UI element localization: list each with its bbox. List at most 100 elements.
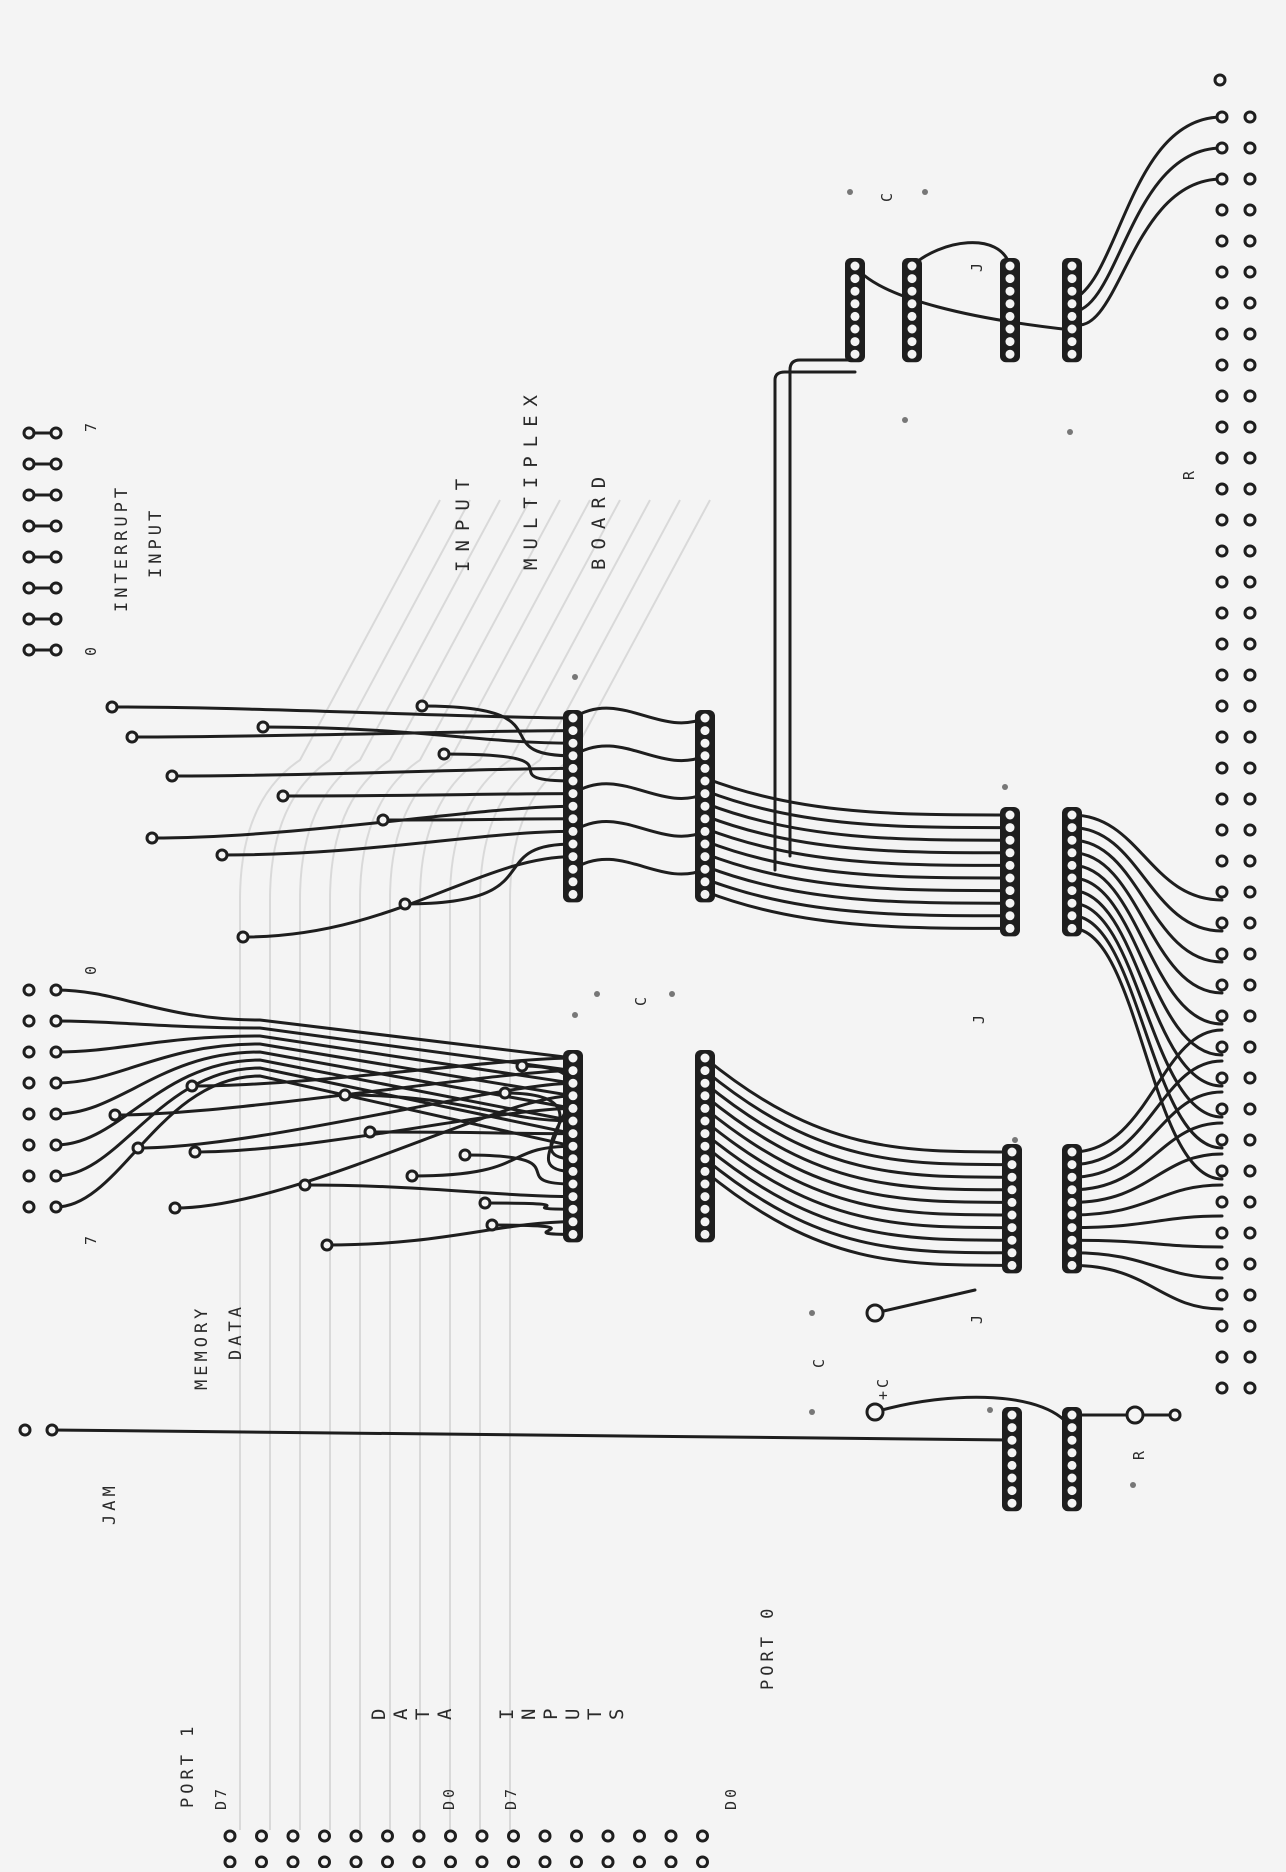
- copper-trace: [403, 842, 575, 906]
- edge-connector-pad: [1215, 699, 1229, 713]
- ic-pin-hole: [568, 826, 578, 836]
- ic-pin-hole: [700, 1053, 710, 1063]
- port-pad: [601, 1855, 615, 1869]
- edge-connector-pad: [1243, 885, 1257, 899]
- copper-trace: [788, 358, 857, 858]
- copper-trace: [910, 241, 1012, 268]
- ic-pin-hole: [1067, 274, 1077, 284]
- port-pad: [507, 1855, 520, 1869]
- copper-trace: [703, 864, 1012, 905]
- ic-pin-hole: [700, 738, 710, 748]
- edge-connector-pad: [1215, 265, 1229, 279]
- ic-pin-hole: [1007, 1147, 1017, 1157]
- port-pad: [633, 1829, 646, 1843]
- ic-pin-hole: [568, 1129, 578, 1139]
- copper-trace: [571, 857, 707, 876]
- ic-pin-hole: [1067, 810, 1077, 820]
- ic-pin-hole: [1007, 1223, 1017, 1233]
- marker-dot: [572, 1012, 578, 1018]
- ic-pin-hole: [1067, 311, 1077, 321]
- edge-connector-pad: [1243, 203, 1257, 217]
- ic-pin-hole: [700, 814, 710, 824]
- copper-trace: [1070, 1263, 1224, 1311]
- ic-body: [1000, 258, 1020, 363]
- marker-r-right: R: [1180, 467, 1198, 480]
- port-pad: [664, 1829, 678, 1843]
- copper-trace: [241, 855, 575, 939]
- ic-pin-hole: [700, 1066, 710, 1076]
- edge-connector-pad: [1243, 358, 1257, 372]
- ic-pin-hole: [1007, 1460, 1017, 1470]
- ic-pin-hole: [1005, 923, 1015, 933]
- copper-trace: [703, 877, 1012, 918]
- ic-pin-hole: [1007, 1235, 1017, 1245]
- port-pad: [381, 1829, 394, 1843]
- port-pad: [570, 1855, 583, 1869]
- ic-pin-hole: [907, 324, 917, 334]
- copper-trace: [703, 826, 1012, 867]
- edge-connector-pad: [1243, 389, 1257, 403]
- copper-trace: [1070, 146, 1224, 314]
- data-inputs-letter-a2: A: [434, 1699, 456, 1720]
- copper-trace: [1070, 1214, 1224, 1230]
- edge-connector-pad: [1215, 668, 1229, 682]
- interrupt-header-pad: [49, 581, 63, 595]
- port-pad: [381, 1855, 394, 1869]
- via-pad: [276, 789, 290, 803]
- ic-pin-hole: [700, 1141, 710, 1151]
- copper-trace: [1070, 1238, 1224, 1249]
- ic-pin-hole: [700, 789, 710, 799]
- ic-pin-hole: [850, 261, 860, 271]
- copper-trace: [110, 705, 575, 720]
- copper-trace: [1070, 876, 1224, 1057]
- copper-trace: [703, 1144, 1014, 1242]
- port-pad: [444, 1829, 457, 1843]
- ic-pin-hole: [1067, 873, 1077, 883]
- ghost-trace: [299, 499, 501, 1830]
- copper-trace: [873, 1288, 977, 1315]
- via-pad: [363, 1125, 377, 1139]
- ic-pin-hole: [700, 1217, 710, 1227]
- edge-connector-pad: [1215, 327, 1229, 341]
- port-pad: [601, 1829, 615, 1843]
- copper-trace: [303, 1183, 575, 1199]
- interrupt-bit-0: 0: [82, 643, 100, 656]
- edge-connector-pad: [1215, 296, 1229, 310]
- ic-pin-hole: [700, 763, 710, 773]
- edge-connector-pad: [1243, 451, 1257, 465]
- edge-connector-pad: [1243, 1350, 1257, 1364]
- ic-body: [1000, 807, 1020, 937]
- memory-header-pad: [22, 1138, 36, 1152]
- port-pad: [570, 1829, 583, 1843]
- copper-trace: [130, 729, 575, 739]
- copper-trace: [703, 1169, 1014, 1267]
- port0-msb: D7: [502, 1785, 520, 1810]
- ic-pin-hole: [700, 877, 710, 887]
- edge-connector-pad: [1215, 978, 1229, 992]
- ic-pin-hole: [1007, 1172, 1017, 1182]
- copper-trace: [54, 1034, 575, 1085]
- ic-pin-hole: [568, 1154, 578, 1164]
- ic-pin-hole: [1007, 1248, 1017, 1258]
- ic-pin-hole: [1067, 349, 1077, 359]
- ic-pin-hole: [1007, 1185, 1017, 1195]
- port-pad: [223, 1829, 237, 1843]
- ic-pin-hole: [1067, 324, 1077, 334]
- edge-connector-pad: [1215, 575, 1229, 589]
- ic-pin-hole: [1067, 1223, 1077, 1233]
- marker-dot: [987, 1407, 993, 1413]
- copper-trace: [54, 1019, 575, 1073]
- ic-pin-hole: [1067, 911, 1077, 921]
- ic-pin-hole: [1067, 835, 1077, 845]
- ic-pin-hole: [700, 1192, 710, 1202]
- memory-header-pad: [49, 983, 63, 997]
- port-pad: [507, 1829, 520, 1843]
- copper-trace: [1070, 1090, 1224, 1179]
- ic-pin-hole: [1007, 1448, 1017, 1458]
- data-inputs-letter-p: P: [540, 1699, 562, 1720]
- ic-pin-hole: [850, 337, 860, 347]
- copper-trace: [1070, 1121, 1224, 1192]
- copper-trace: [1070, 863, 1224, 1026]
- edge-connector-pad: [1215, 451, 1229, 465]
- copper-trace: [281, 792, 575, 798]
